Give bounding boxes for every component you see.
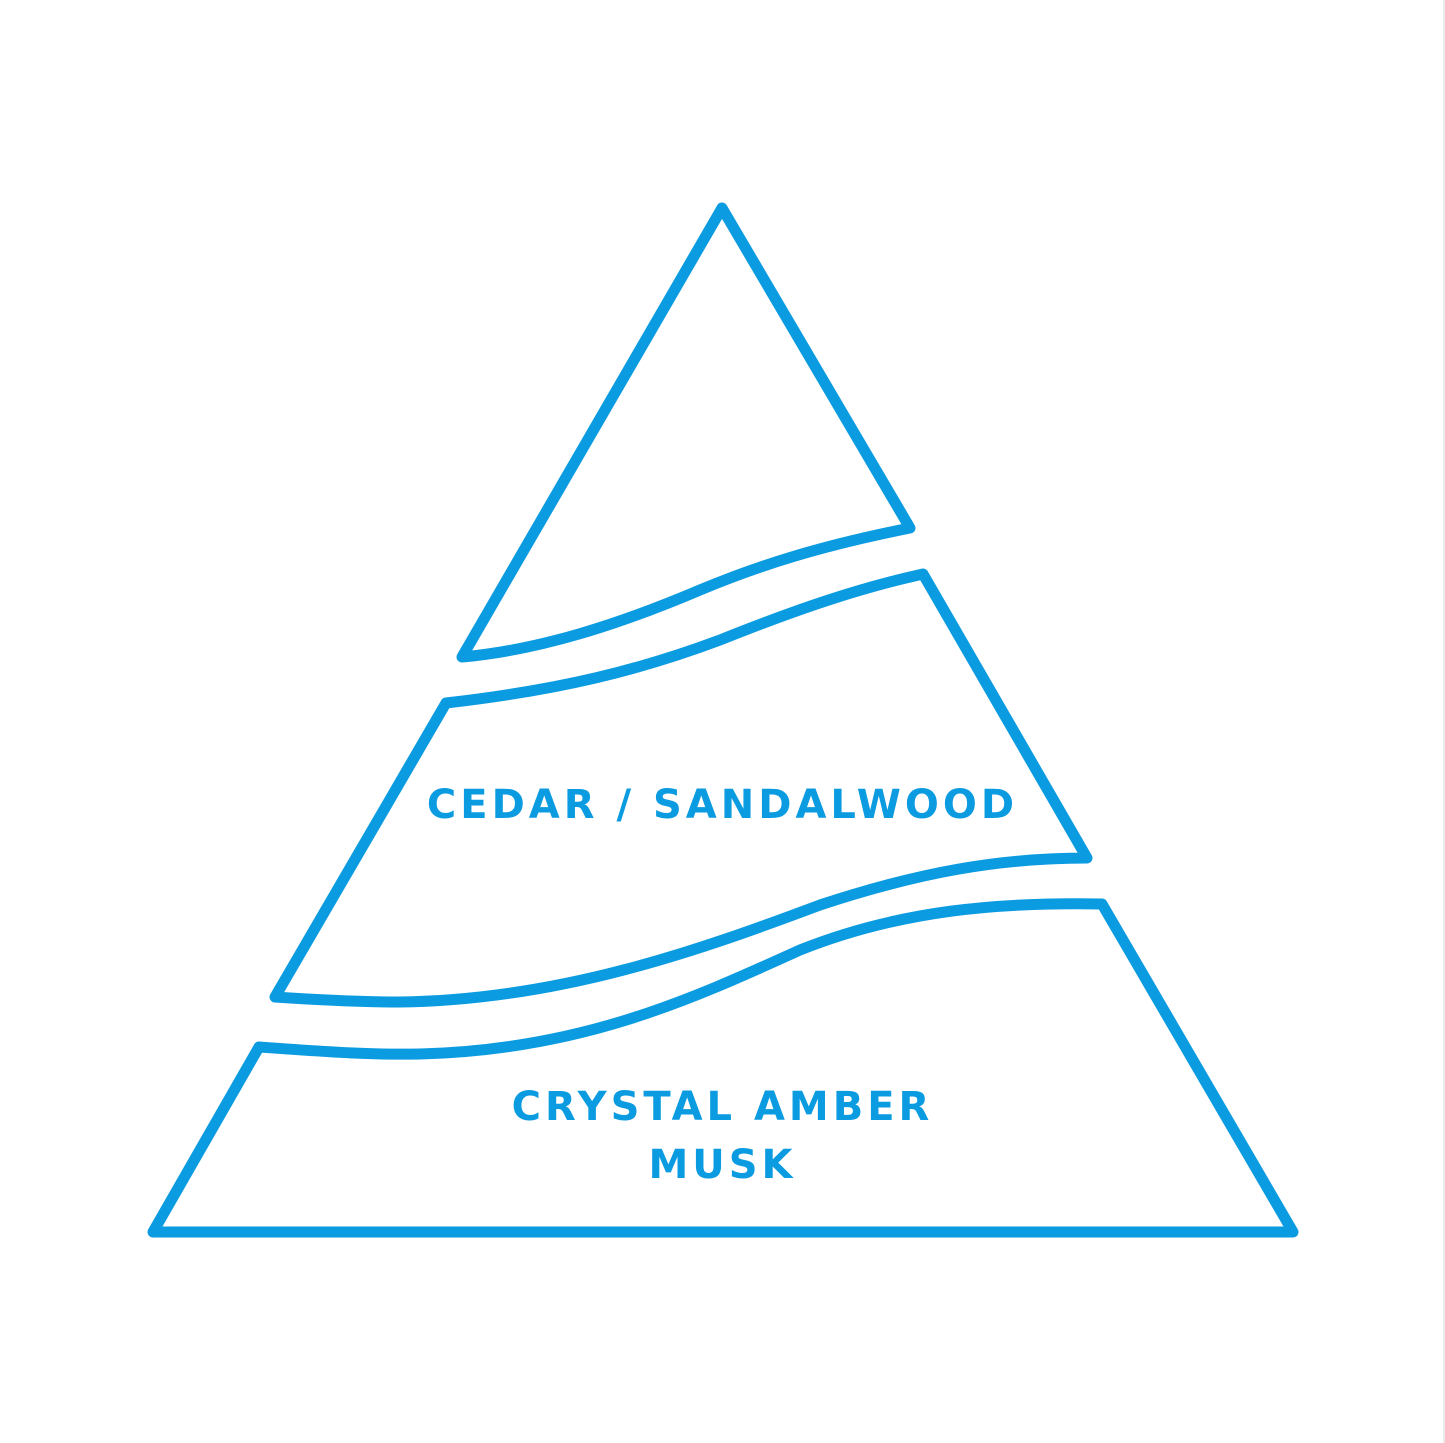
top-tier-shape [456,202,916,663]
base-tier-shape [147,898,1299,1238]
base-tier-label: CRYSTAL AMBER MUSK [511,1084,934,1188]
middle-tier-label: CEDAR / SANDALWOOD [426,782,1019,828]
middle-tier-shape [269,568,1093,1008]
